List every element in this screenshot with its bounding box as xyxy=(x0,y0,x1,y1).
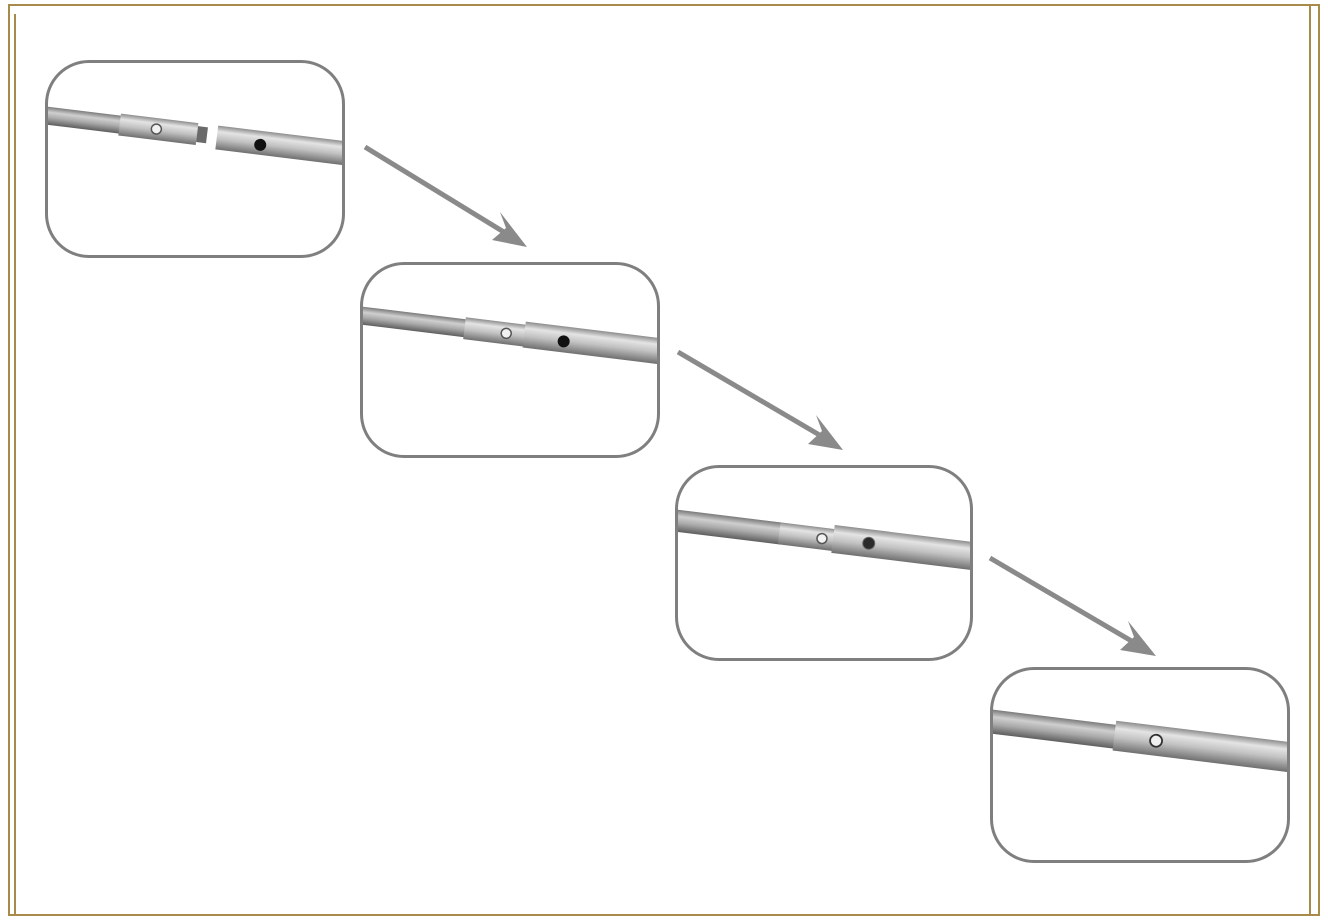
inner-pole-tip xyxy=(196,126,208,144)
step-2-panel xyxy=(360,262,660,458)
inner-pole xyxy=(993,707,1118,749)
inner-pole-sleeve xyxy=(463,317,536,348)
frame-accent-right xyxy=(1309,4,1311,916)
step-1-panel xyxy=(45,60,345,258)
outer-pole-hole xyxy=(254,138,267,151)
spring-button-locked xyxy=(1149,733,1163,748)
outer-pole xyxy=(831,525,970,572)
outer-pole-hole xyxy=(862,536,876,550)
spring-button xyxy=(500,327,512,340)
step-2-pole-illustration xyxy=(363,304,657,366)
outer-pole xyxy=(1112,720,1287,774)
step-4-panel xyxy=(990,667,1290,863)
arrow-step-1-to-2 xyxy=(363,144,527,247)
step-1-pole-illustration xyxy=(48,104,342,167)
spring-button xyxy=(150,123,163,135)
frame-accent-left xyxy=(14,14,16,914)
step-3-pole-illustration xyxy=(678,508,970,572)
spring-button xyxy=(816,532,828,545)
outer-pole-hole xyxy=(557,335,570,348)
inner-pole xyxy=(48,104,123,134)
inner-pole xyxy=(363,304,468,338)
page-frame xyxy=(8,4,1320,916)
step-3-panel xyxy=(675,465,973,661)
inner-pole xyxy=(678,508,783,545)
step-4-pole-illustration xyxy=(993,707,1287,774)
outer-pole xyxy=(215,125,342,167)
arrow-step-2-to-3 xyxy=(676,349,843,450)
arrow-step-3-to-4 xyxy=(988,555,1156,656)
outer-pole xyxy=(522,321,657,366)
